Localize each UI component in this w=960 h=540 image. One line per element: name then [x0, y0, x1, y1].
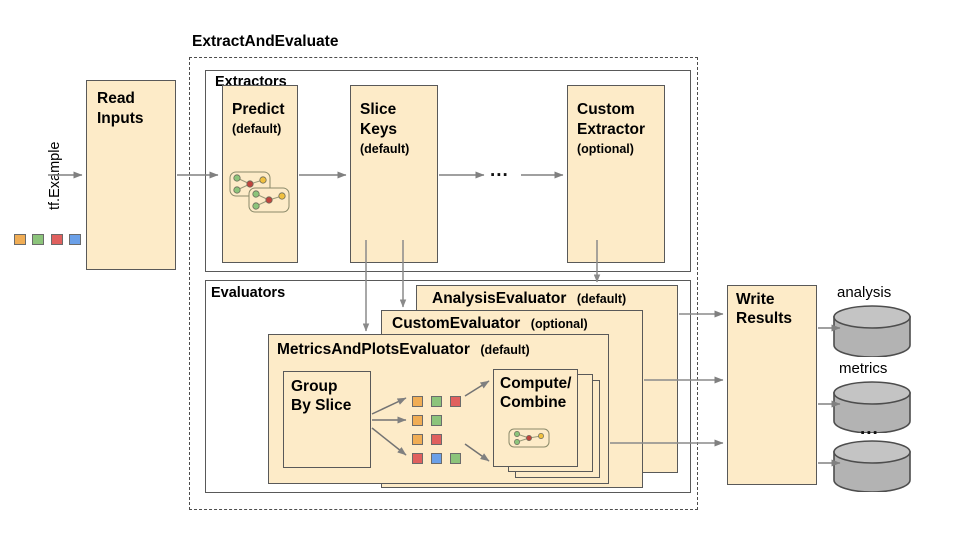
slice-chip [412, 453, 423, 464]
extractors-ellipsis: ... [490, 160, 509, 181]
read-inputs-label-line1: Read [97, 90, 135, 107]
group-by-slice-label-line1: Group [291, 378, 338, 395]
input-label: tf.Example [47, 141, 63, 211]
read-inputs-node[interactable] [86, 80, 176, 270]
metric-graph-icon [508, 428, 550, 448]
model-graph-icon [229, 171, 290, 213]
slice-keys-label-line1: Slice [360, 101, 397, 118]
other-datastore-icon[interactable] [832, 440, 912, 492]
slice-chip [431, 453, 442, 464]
extract-and-evaluate-title: ExtractAndEvaluate [192, 33, 339, 50]
slice-chip [412, 415, 423, 426]
slice-chip [412, 434, 423, 445]
compute-combine-label-line1: Compute/ [500, 375, 572, 392]
slice-keys-label-line2: Keys [360, 121, 398, 138]
custom-extractor-node[interactable] [567, 85, 665, 263]
custom-extractor-label-line1: Custom [577, 101, 635, 118]
compute-combine-node[interactable] [493, 369, 578, 467]
input-chip-blue [69, 234, 81, 245]
metrics-datastore-icon[interactable] [832, 381, 912, 433]
predict-label: Predict [232, 101, 285, 118]
compute-combine-label-line2: Combine [500, 394, 567, 411]
custom-evaluator-label: CustomEvaluator (optional) [392, 315, 588, 334]
analysis-evaluator-label: AnalysisEvaluator (default) [432, 290, 626, 309]
metrics-and-plots-evaluator-title: MetricsAndPlotsEvaluator [277, 341, 470, 358]
custom-evaluator-title: CustomEvaluator [392, 315, 521, 332]
metrics-and-plots-evaluator-sublabel: (default) [480, 343, 530, 357]
write-results-node[interactable] [727, 285, 817, 485]
write-results-label-line1: Write [736, 291, 775, 308]
read-inputs-label-line2: Inputs [97, 110, 144, 127]
slice-chip [431, 434, 442, 445]
metrics-and-plots-evaluator-label: MetricsAndPlotsEvaluator (default) [277, 341, 530, 360]
analysis-evaluator-sublabel: (default) [576, 292, 627, 306]
input-chip-orange [14, 234, 26, 245]
slice-chip [412, 396, 423, 407]
extract-and-evaluate-group [189, 57, 698, 510]
output-label-metrics: metrics [839, 360, 888, 377]
evaluators-title: Evaluators [211, 285, 286, 301]
output-label-ellipsis: ... [860, 418, 879, 439]
custom-extractor-label-line2: Extractor [577, 121, 646, 138]
slice-chip [431, 396, 442, 407]
slice-chip [431, 415, 442, 426]
slice-keys-node[interactable] [350, 85, 438, 263]
slice-chip [450, 396, 461, 407]
slice-chip [450, 453, 461, 464]
write-results-label-line2: Results [736, 310, 792, 327]
input-chip-green [32, 234, 44, 245]
slice-keys-sublabel: (default) [360, 142, 410, 156]
group-by-slice-node[interactable] [283, 371, 371, 468]
group-by-slice-label-line2: By Slice [291, 397, 352, 414]
analysis-datastore-icon[interactable] [832, 305, 912, 357]
output-label-analysis: analysis [837, 284, 892, 301]
analysis-evaluator-title: AnalysisEvaluator [432, 290, 567, 307]
custom-extractor-sublabel: (optional) [577, 142, 634, 156]
input-chip-red [51, 234, 63, 245]
predict-sublabel: (default) [232, 122, 282, 136]
custom-evaluator-sublabel: (optional) [530, 317, 588, 331]
